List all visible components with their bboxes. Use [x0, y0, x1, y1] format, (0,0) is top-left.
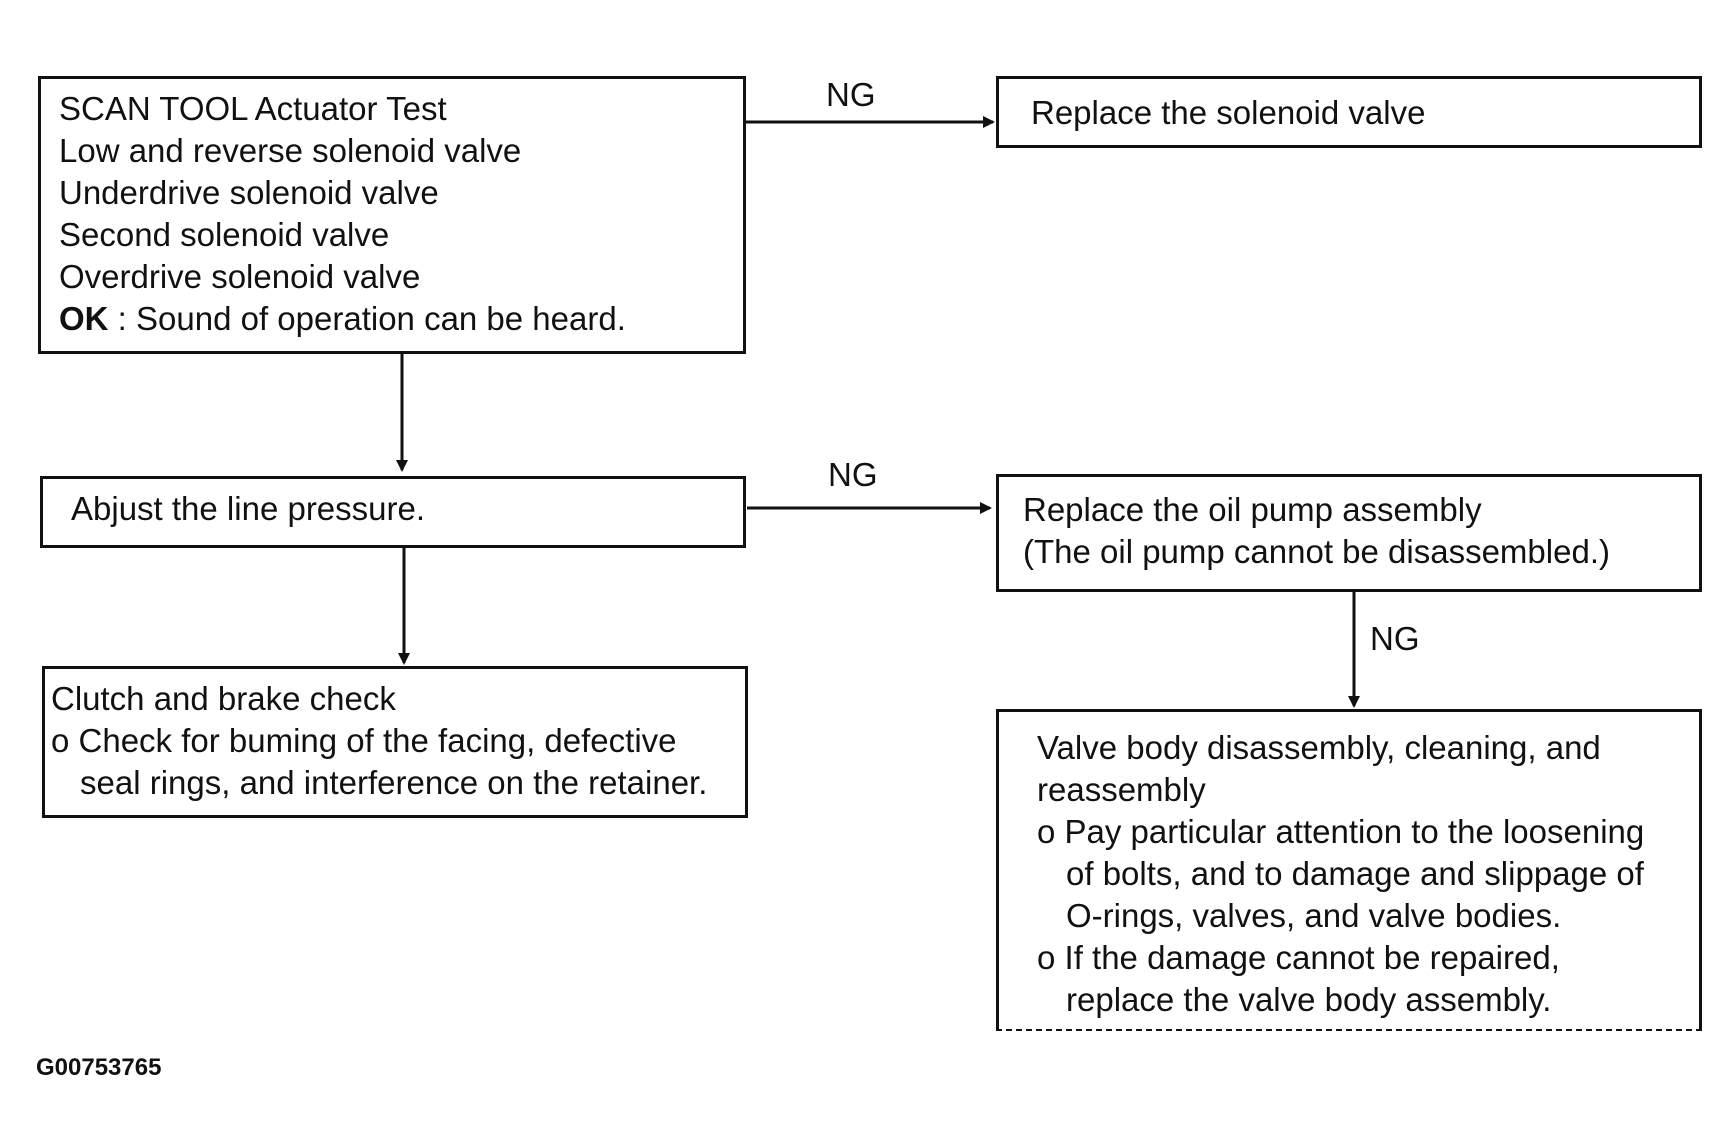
valve-bullet-2: o If the damage cannot be repaired,: [1037, 939, 1560, 976]
oil-pump-line-2: (The oil pump cannot be disassembled.): [1023, 533, 1610, 570]
scan-tool-line-2: Low and reverse solenoid valve: [59, 132, 522, 169]
valve-bullet-1-cont-1: of bolts, and to damage and slippage of: [1066, 855, 1644, 892]
ng-label-right: NG: [1370, 620, 1420, 657]
scan-tool-line-3: Underdrive solenoid valve: [59, 174, 439, 211]
scan-tool-ok-line: OK : Sound of operation can be heard.: [59, 298, 743, 340]
valve-bullet-1-cont-2: O-rings, valves, and valve bodies.: [1066, 897, 1562, 934]
box-replace-oil-pump: Replace the oil pump assembly (The oil p…: [996, 474, 1702, 592]
box-adjust-line-pressure: Abjust the line pressure.: [40, 476, 746, 548]
ok-text: : Sound of operation can be heard.: [108, 300, 626, 337]
oil-pump-line-1: Replace the oil pump assembly: [1023, 491, 1482, 528]
ng-label-middle: NG: [828, 456, 878, 493]
box-replace-solenoid-valve: Replace the solenoid valve: [996, 76, 1702, 148]
box-scan-tool-actuator-test: SCAN TOOL Actuator Test Low and reverse …: [38, 76, 746, 354]
clutch-bullet-1: o Check for buming of the facing, defect…: [51, 722, 677, 759]
box-valve-body-disassembly: Valve body disassembly, cleaning, and re…: [996, 709, 1702, 1031]
clutch-bullet-1-cont: seal rings, and interference on the reta…: [80, 764, 708, 801]
scan-tool-line-5: Overdrive solenoid valve: [59, 258, 421, 295]
clutch-title: Clutch and brake check: [51, 680, 396, 717]
valve-bullet-1: o Pay particular attention to the loosen…: [1037, 813, 1645, 850]
box-clutch-brake-check: Clutch and brake check o Check for bumin…: [42, 666, 748, 818]
scan-tool-line-4: Second solenoid valve: [59, 216, 390, 253]
valve-title-2: reassembly: [1037, 771, 1206, 808]
replace-solenoid-text: Replace the solenoid valve: [1031, 94, 1426, 131]
ng-label-top: NG: [826, 76, 876, 113]
ok-label: OK: [59, 300, 109, 337]
figure-code: G00753765: [36, 1054, 162, 1081]
valve-title-1: Valve body disassembly, cleaning, and: [1037, 729, 1601, 766]
valve-bullet-2-cont: replace the valve body assembly.: [1066, 981, 1552, 1018]
adjust-line-text: Abjust the line pressure.: [71, 490, 426, 527]
scan-tool-line-1: SCAN TOOL Actuator Test: [59, 90, 447, 127]
